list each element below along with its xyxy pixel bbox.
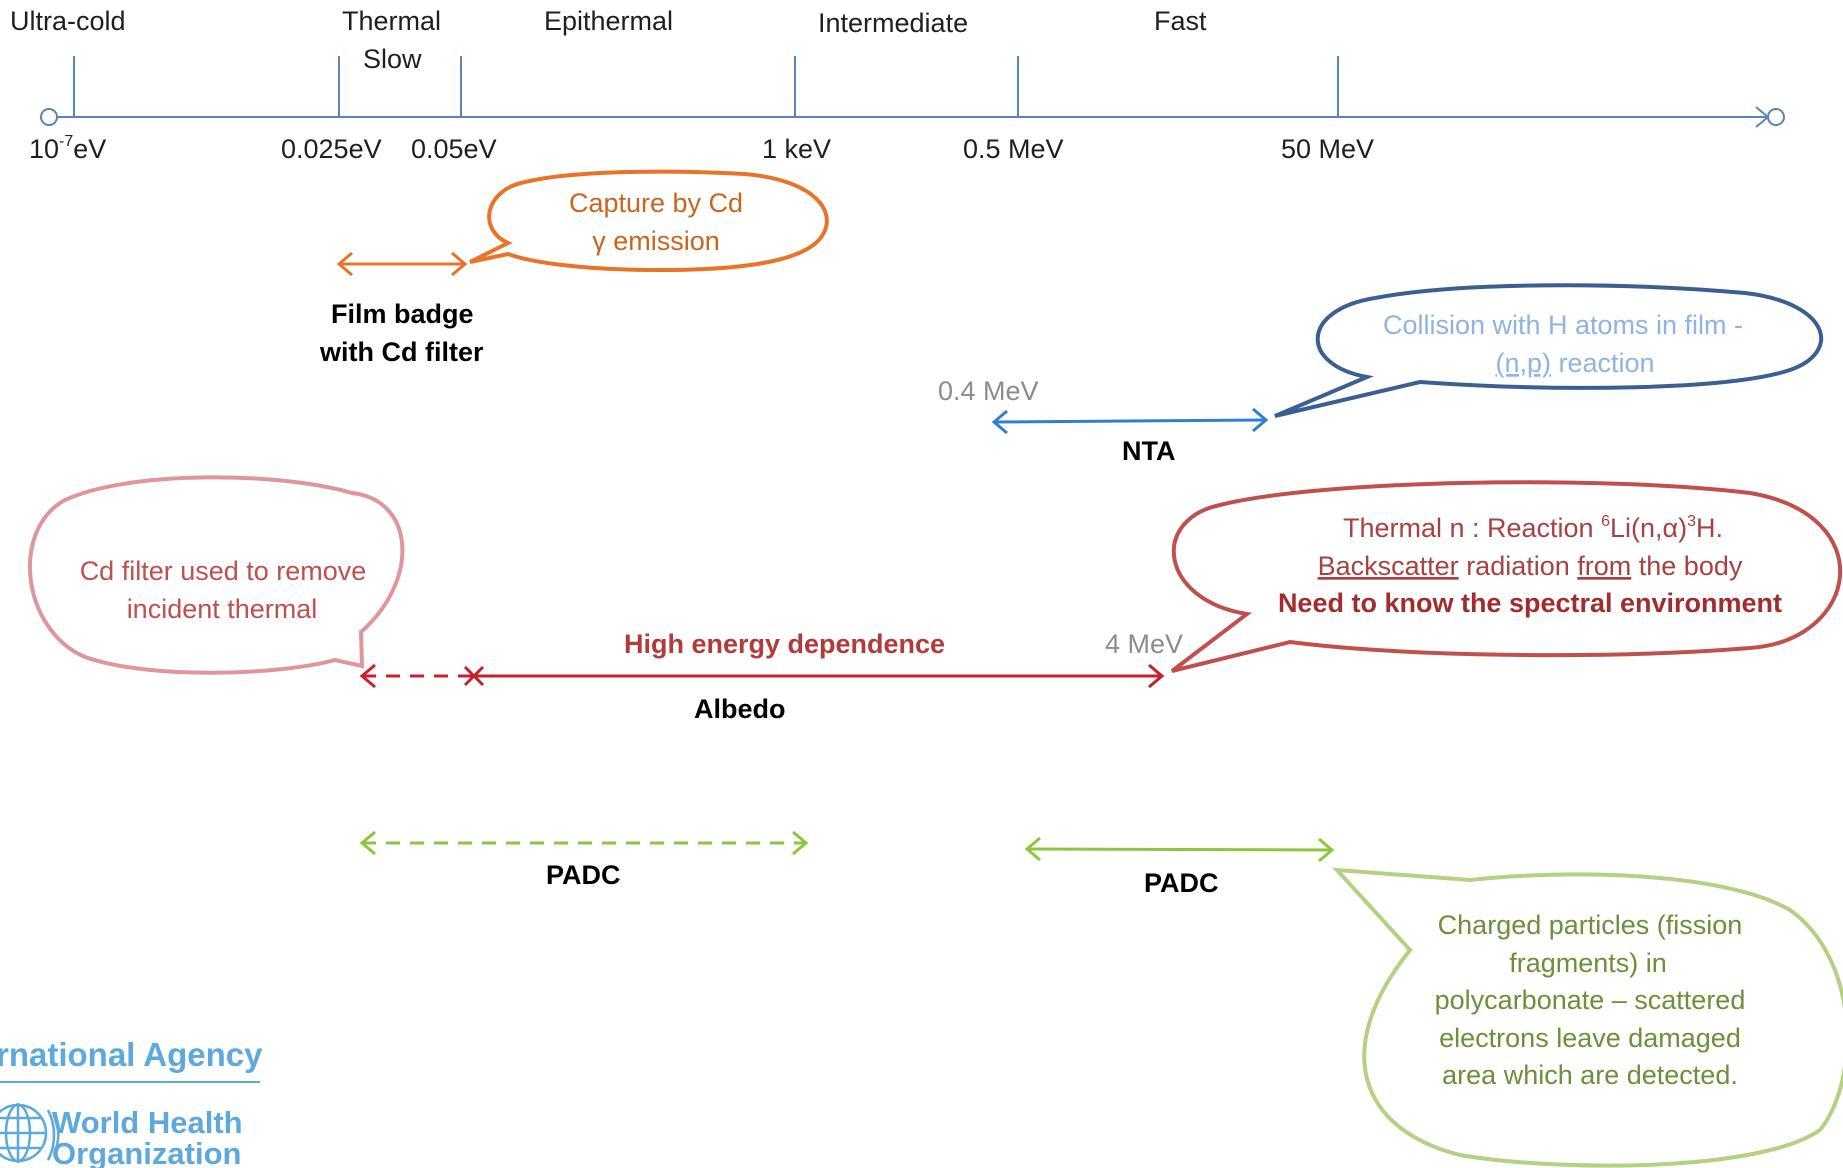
padc-bubble-line3: polycarbonate – scattered [1435,985,1746,1015]
film-badge-label-line2: with Cd filter [319,337,484,367]
nta-bubble-line2: (n,p) reaction [1495,348,1654,378]
film-badge-range-arrow [336,251,468,277]
cd-filter-bubble-line1: Cd filter used to remove [80,556,367,586]
thermal-reaction-callout [1170,480,1842,673]
region-fast: Fast [1154,6,1207,36]
tick-label-3: 0.05eV [411,134,497,164]
padc-bubble-line1: Charged particles (fission [1438,910,1743,940]
axis-start-circle [40,108,58,126]
cd-filter-callout [27,475,405,675]
who-name-line1: World Health [52,1105,243,1140]
capture-bubble-line2: γ emission [592,226,720,256]
nta-range-arrow [991,407,1269,435]
axis-arrowhead [1755,106,1770,128]
padc-bubble-line2: fragments) in [1509,948,1667,978]
region-slow: Slow [363,44,422,74]
thermal-bubble-line2: Backscatter radiation from the body [1318,551,1743,581]
padc-bubble-line5: area which are detected. [1442,1060,1738,1090]
capture-by-cd-callout [469,169,829,273]
region-thermal: Thermal [342,6,441,36]
albedo-end-value: 4 MeV [1105,629,1183,659]
nta-callout [1274,283,1823,418]
albedo-label: Albedo [694,694,786,724]
nta-bubble-line1: Collision with H atoms in film - [1383,310,1743,340]
padc-callout [1332,867,1843,1168]
albedo-range-arrow [474,663,1165,689]
region-intermediate: Intermediate [818,8,968,38]
region-ultra-cold: Ultra-cold [10,6,126,36]
energy-axis [40,56,1785,128]
tick-label-4: 1 keV [762,134,831,164]
albedo-caption: High energy dependence [624,629,945,659]
region-epithermal: Epithermal [544,6,673,36]
padc-label-right: PADC [1144,868,1219,898]
who-emblem-icon [0,1103,60,1163]
thermal-bubble-line3: Need to know the spectral environment [1278,588,1782,618]
albedo-dashed-arrow [359,663,472,689]
nta-label: NTA [1122,436,1176,466]
nta-start-value: 0.4 MeV [938,376,1039,406]
thermal-bubble-line1: Thermal n : Reaction 6Li(n,α)3H. [1343,513,1723,543]
who-name-line2: Organization [52,1136,241,1168]
cd-filter-bubble-line2: incident thermal [127,594,318,624]
padc-dashed-arrow [359,830,809,856]
tick-label-1: 10-7eV [29,133,106,164]
film-badge-label-line1: Film badge [331,299,474,329]
tick-label-6: 50 MeV [1281,134,1374,164]
who-iarc-logo: rnational Agency fo World Health Organiz… [0,1036,303,1168]
padc-bubble-line4: electrons leave damaged [1439,1023,1741,1053]
capture-bubble-line1: Capture by Cd [569,188,743,218]
agency-name-fragment: rnational Agency fo [0,1036,303,1073]
padc-range-arrow [1024,836,1335,863]
tick-label-2: 0.025eV [281,134,382,164]
tick-label-5: 0.5 MeV [963,134,1064,164]
padc-label-left: PADC [546,860,621,890]
axis-end-circle [1767,108,1785,126]
